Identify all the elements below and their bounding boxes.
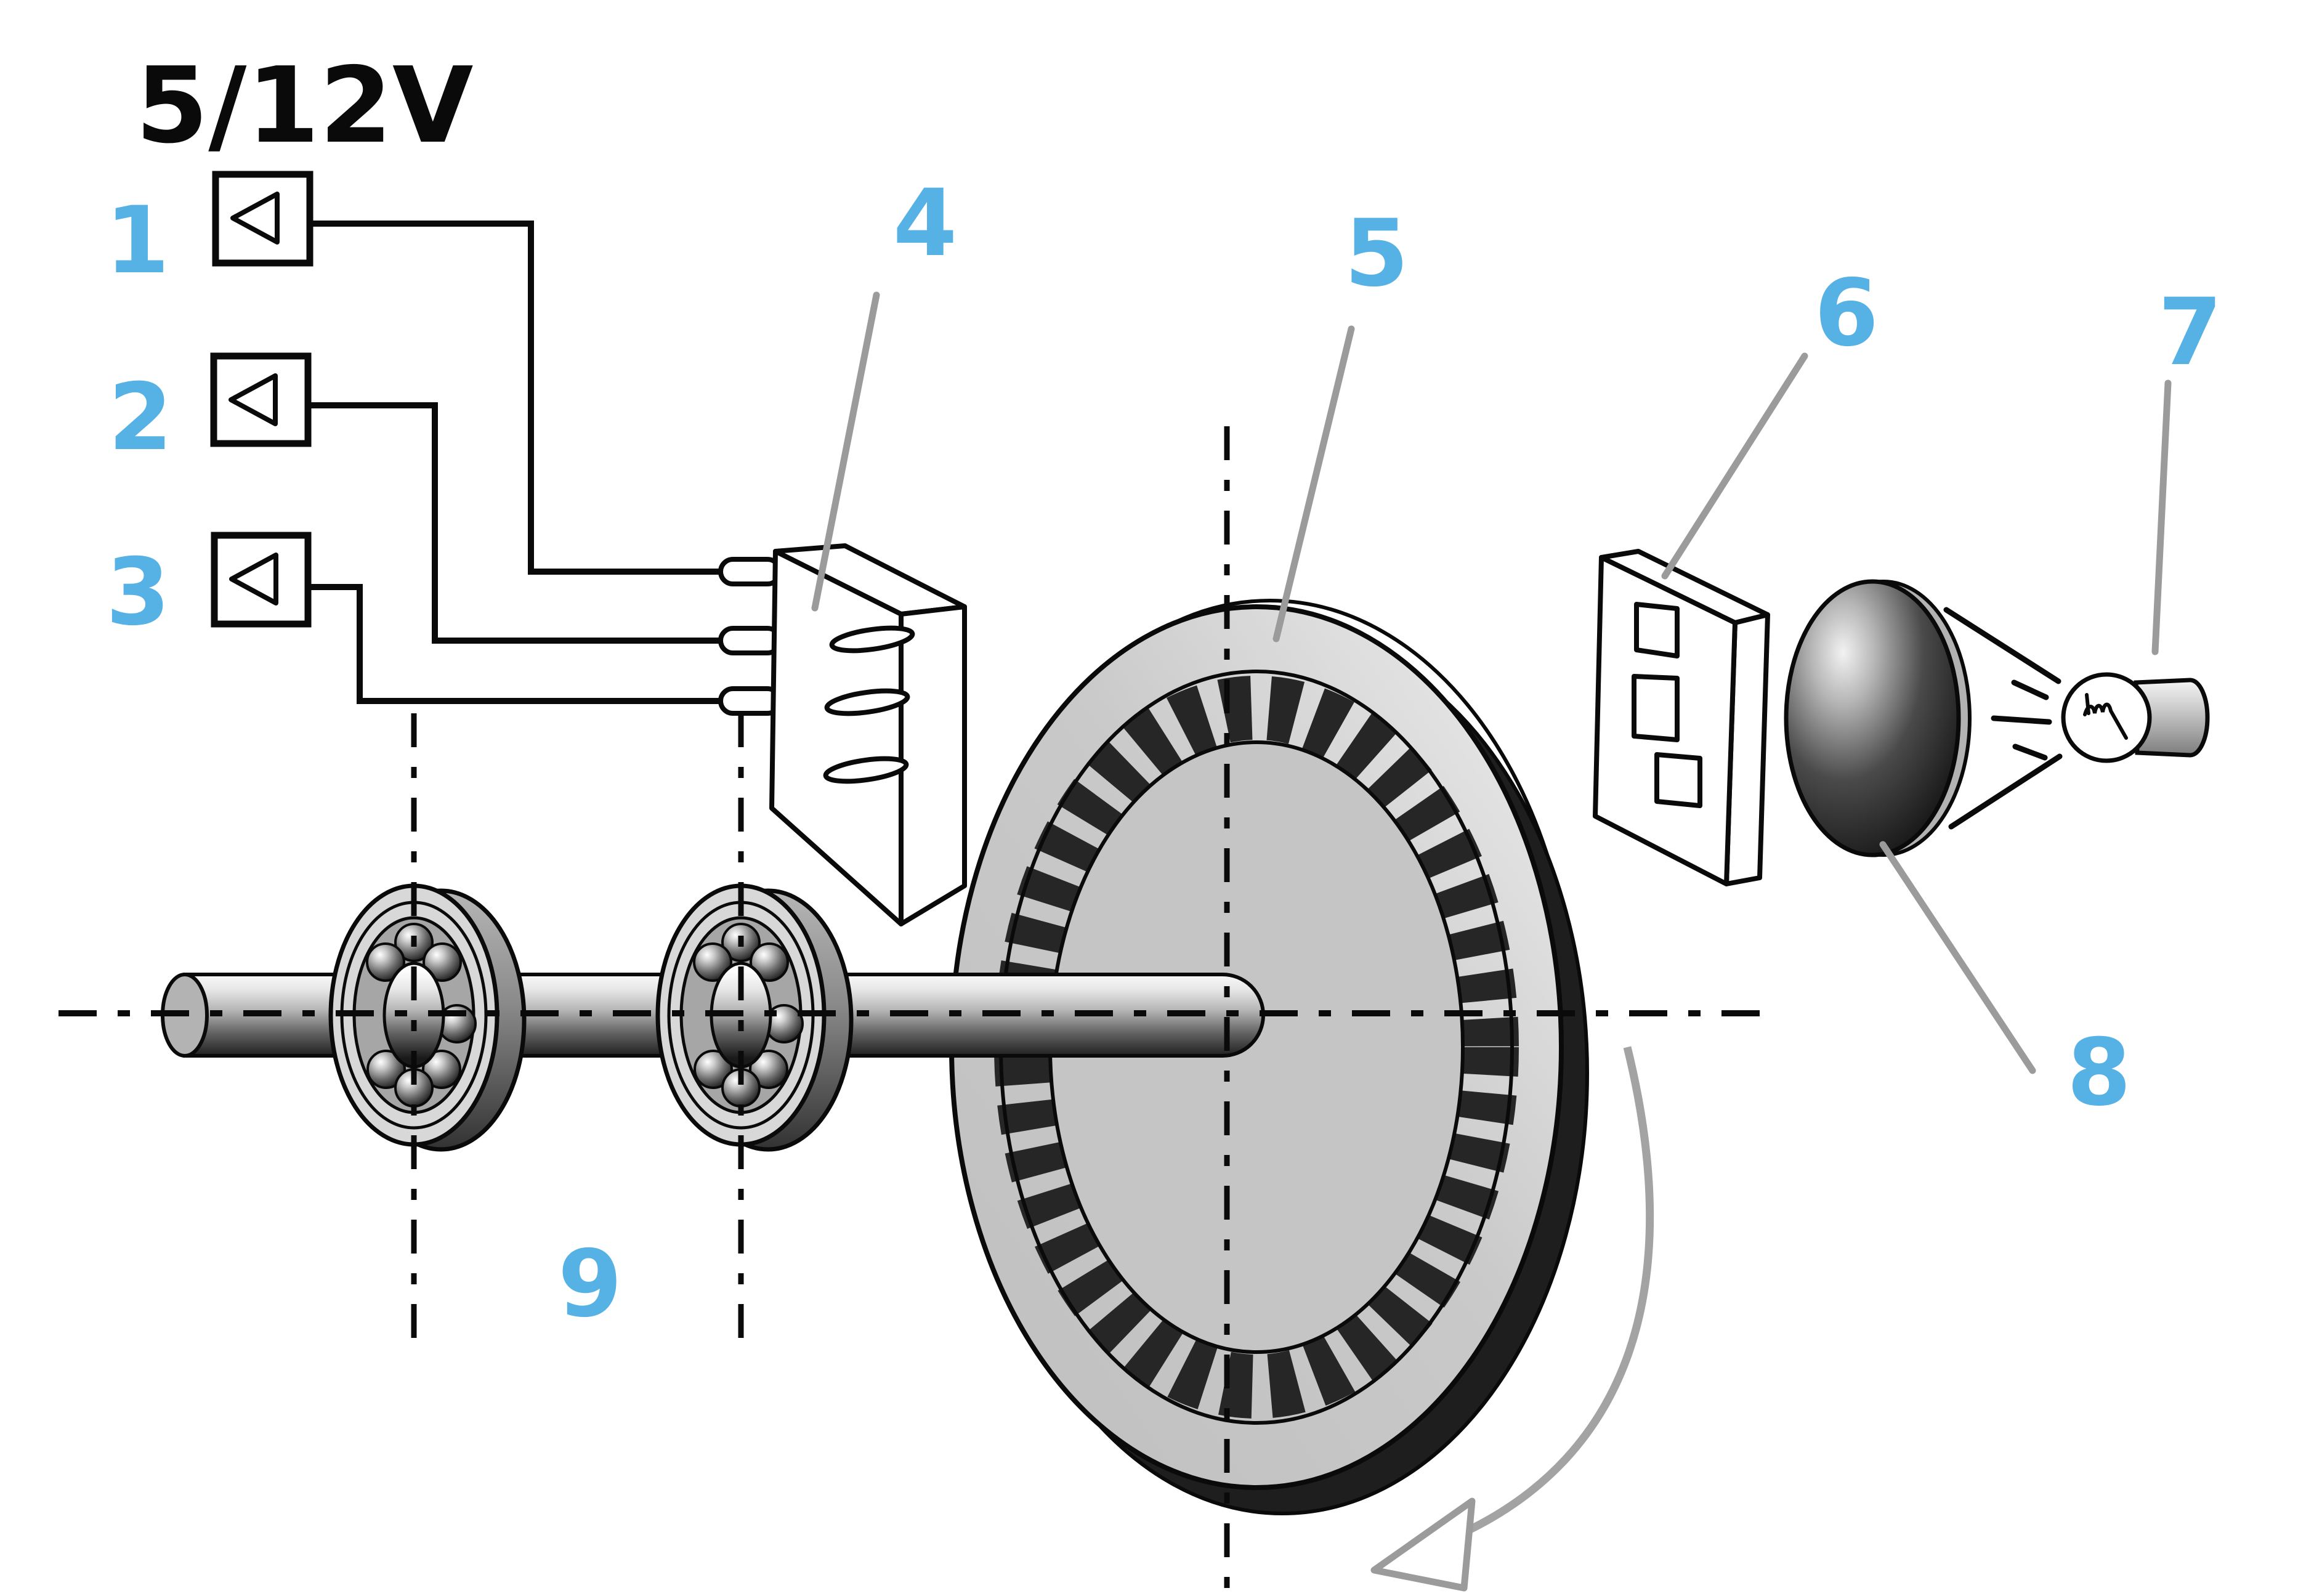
bearing-ball (693, 942, 732, 982)
comparator-box (212, 171, 314, 267)
bulb-glass (2061, 672, 2152, 763)
comparator-box-2 (210, 352, 312, 447)
sensor-lens-ellipse (824, 688, 910, 716)
callout-label-6: 6 (1814, 260, 1879, 367)
supply-voltage-label: 5/12V (136, 45, 474, 167)
wiring (308, 221, 727, 704)
callout-label-8: 8 (2067, 1019, 2131, 1127)
callout-label-4: 4 (893, 170, 957, 277)
callout-label-1: 1 (105, 187, 169, 294)
sensor-front-face (769, 549, 904, 926)
leader-line-5 (1272, 325, 1355, 642)
sensor-side-face (899, 604, 967, 926)
disc-slots (994, 676, 1519, 1419)
amplifier-triangle-icon (230, 192, 280, 245)
wire-channel-2 (308, 402, 727, 644)
sensor-pin-1 (718, 557, 782, 586)
bearing-ball (423, 942, 462, 982)
light-cone-line (1948, 753, 2063, 830)
callout-label-2: 2 (108, 364, 172, 471)
ball-bearing-2 (655, 883, 854, 1152)
leader-line-6 (1661, 352, 1808, 580)
light-ray (1991, 715, 2052, 725)
sensor-lens-ellipse (829, 625, 915, 654)
amplifier-triangle-icon (229, 373, 278, 426)
sensor-lens-ellipse (823, 756, 909, 784)
bearing-ball (694, 1050, 733, 1089)
comparator-box-3 (211, 532, 312, 628)
callout-label-9: 9 (558, 1231, 622, 1338)
bearing-ball (366, 942, 405, 982)
rotation-arrow-arc (1457, 1046, 1654, 1539)
wire-channel-3 (308, 584, 727, 704)
slotted-mask-plate (1593, 549, 1770, 886)
bearing-ball (750, 942, 789, 982)
comparator-box-1 (212, 171, 314, 267)
callout-label-3: 3 (106, 539, 170, 646)
leader-lines (811, 291, 2172, 1074)
plate-window (1632, 674, 1680, 742)
bearing-ball (422, 1050, 461, 1089)
bearing-ball (366, 1050, 406, 1089)
comparator-box (211, 532, 312, 628)
photosensor-block (718, 543, 967, 926)
rotation-arrow (1370, 1046, 1654, 1592)
plate-window (1634, 602, 1680, 658)
rotation-arrowhead-icon (1370, 1497, 1476, 1592)
leader-line-4 (811, 291, 880, 612)
bulb-base-cylinder (2134, 678, 2210, 758)
ball-bearing-1 (328, 883, 527, 1152)
comparator-box (210, 352, 312, 447)
centerlines (59, 426, 1774, 1596)
callout-label-5: 5 (1345, 200, 1409, 307)
leader-line-8 (1879, 841, 2036, 1074)
wire-channel-1 (310, 221, 727, 575)
bearing-ball (749, 1050, 788, 1089)
amplifier-triangle-icon (229, 553, 278, 606)
callout-label-7: 7 (2158, 279, 2222, 386)
light-bulb-assembly (1943, 607, 2210, 830)
bulb-filament-icon (2083, 693, 2128, 740)
plate-window (1654, 752, 1702, 808)
sensor-pin-2 (718, 626, 782, 655)
light-cone-line (1943, 607, 2061, 684)
light-ray (2011, 679, 2049, 700)
condenser-lens (1784, 579, 1972, 857)
lens-front (1784, 579, 1961, 857)
leader-line-7 (2151, 379, 2172, 655)
light-ray (2012, 743, 2048, 761)
